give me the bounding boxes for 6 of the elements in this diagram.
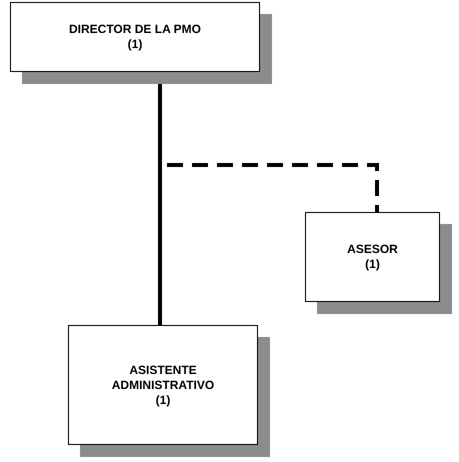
role-title: ASISTENTE ADMINISTRATIVO: [110, 362, 216, 392]
role-title: ASESOR: [347, 242, 398, 257]
headcount: (1): [156, 392, 170, 408]
headcount: (1): [128, 37, 142, 52]
role-title: DIRECTOR DE LA PMO: [68, 22, 201, 37]
headcount: (1): [365, 257, 380, 272]
